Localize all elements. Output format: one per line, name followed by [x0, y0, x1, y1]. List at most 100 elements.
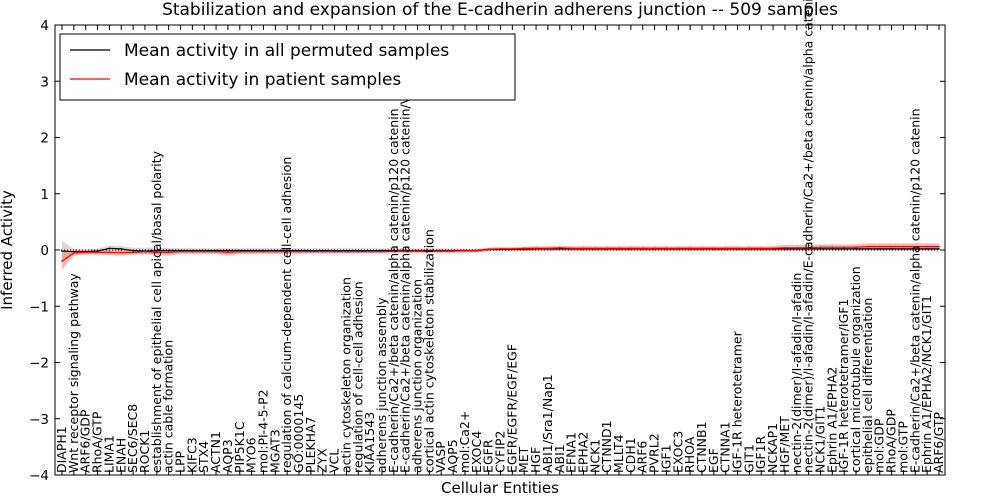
x-tick-label: MET [516, 446, 531, 473]
series-1-point [215, 249, 217, 252]
series-1-point [867, 248, 869, 250]
series-2-point [926, 245, 928, 248]
x-tick-label: CTNNB1 [694, 421, 709, 473]
x-tick-label: actin cytoskeleton organization [338, 277, 353, 473]
series-1-point [559, 248, 561, 250]
series-1-point [298, 249, 300, 252]
x-tick-label: NCKAP1 [765, 423, 780, 473]
series-1-point [108, 247, 111, 250]
series-2-point [84, 251, 87, 254]
series-1-point [926, 248, 928, 250]
y-tick-label: 3 [40, 74, 49, 90]
series-2-point [843, 246, 845, 248]
x-tick-label: SEC6/SEC8 [125, 404, 140, 473]
series-2-point [108, 251, 111, 254]
series-1-point [167, 249, 170, 252]
series-1-point [357, 249, 360, 252]
series-2-point [547, 247, 549, 250]
series-2-point [203, 250, 205, 253]
series-2-point [594, 247, 597, 250]
x-tick-label: cortical microtubule organization [848, 266, 863, 473]
series-1-point [855, 248, 857, 250]
x-tick-label: ENAH [113, 438, 128, 473]
series-1-point [369, 249, 371, 252]
series-1-point [73, 250, 75, 253]
y-tick-label: −4 [29, 468, 49, 484]
series-2-point [167, 251, 170, 254]
series-2-point [535, 247, 537, 250]
series-1-point [345, 249, 348, 252]
x-tick-label: IGF-1R heterotetramer/IGF1 [836, 299, 851, 473]
series-2-point [701, 247, 703, 250]
x-tick-label: mol:GTP [895, 421, 910, 473]
y-axis-label: Inferred Activity [0, 190, 16, 310]
legend-box [59, 33, 516, 101]
x-tick-label: EGFR/EGFR/EGF/EGF [504, 344, 519, 473]
x-tick-label: DIAPH1 [54, 426, 69, 473]
x-tick-label: nectin-2(dimer)/I-afadin/I-afadin [789, 273, 804, 473]
series-2-point [878, 245, 881, 248]
series-2-point [298, 250, 300, 253]
x-tick-label: EPHA2 [576, 432, 591, 473]
series-band-2 [62, 243, 939, 270]
series-1-point [239, 249, 241, 252]
series-2-point [286, 250, 289, 253]
x-tick-label: mol:PI-4-5-P2 [256, 389, 271, 473]
series-2-point [641, 247, 644, 250]
x-tick-label: EGFR [481, 439, 496, 473]
series-1-point [310, 249, 312, 252]
series-2-point [440, 250, 443, 252]
series-1-point [381, 249, 383, 252]
y-tick-label: 1 [40, 187, 49, 203]
x-tick-label: nectin-2(dimer)/I-afadin/I-afadin/E-cadh… [801, 0, 816, 473]
x-tick-label: ARF6 [635, 441, 650, 473]
series-1-point [902, 248, 905, 250]
series-1-point [878, 248, 881, 250]
series-1-point [191, 249, 194, 252]
x-tick-label: PLEKHA7 [303, 417, 318, 474]
series-2-point [416, 250, 419, 252]
x-tick-label: CTNND1 [599, 420, 614, 473]
series-1-point [179, 249, 182, 252]
series-2-point [274, 250, 277, 253]
x-tick-label: regulation of calcium-dependent cell-cel… [279, 157, 294, 473]
series-2-point [369, 250, 371, 253]
x-tick-label: CYFIP2 [493, 430, 508, 473]
series-1-point [203, 249, 205, 252]
series-2-point [653, 247, 656, 250]
series-2-point [239, 250, 241, 253]
x-tick-label: ZYX [315, 448, 330, 473]
series-2-point [487, 248, 490, 251]
series-2-point [523, 247, 525, 250]
series-2-point [120, 252, 123, 254]
x-tick-label: ROCK1 [137, 430, 152, 473]
series-2-point [345, 250, 348, 253]
series-2-point [724, 247, 727, 250]
x-tick-label: mol:Ca2+ [457, 411, 472, 473]
legend-label-2: Mean activity in patient samples [124, 70, 401, 90]
x-tick-label: E-cadherin/Ca2+/beta catenin/alpha caten… [398, 72, 413, 473]
series-1-point [938, 248, 940, 250]
series-2-point [381, 250, 383, 253]
series-1-point [796, 248, 798, 250]
series-1-point [262, 249, 265, 252]
x-tick-label: epithelial cell differentiation [860, 298, 875, 473]
x-tick-label: adherens junction organization [410, 279, 425, 473]
x-tick-label: MYO6 [244, 437, 259, 473]
series-2-point [191, 250, 194, 253]
series-2-point [428, 250, 431, 252]
series-1-point [274, 249, 277, 252]
x-tick-label: EFNA1 [564, 432, 579, 473]
series-2-point [890, 245, 893, 248]
series-2-point [464, 249, 466, 252]
series-2-point [760, 247, 762, 250]
series-1-point [333, 249, 336, 252]
x-tick-label: HGF [528, 447, 543, 473]
series-2-point [262, 250, 265, 253]
series-2-point [73, 252, 75, 254]
x-tick-label: CDH1 [623, 437, 638, 473]
x-tick-label: ABI1 [552, 444, 567, 473]
series-1-point [843, 248, 845, 250]
series-2-point [772, 247, 774, 250]
